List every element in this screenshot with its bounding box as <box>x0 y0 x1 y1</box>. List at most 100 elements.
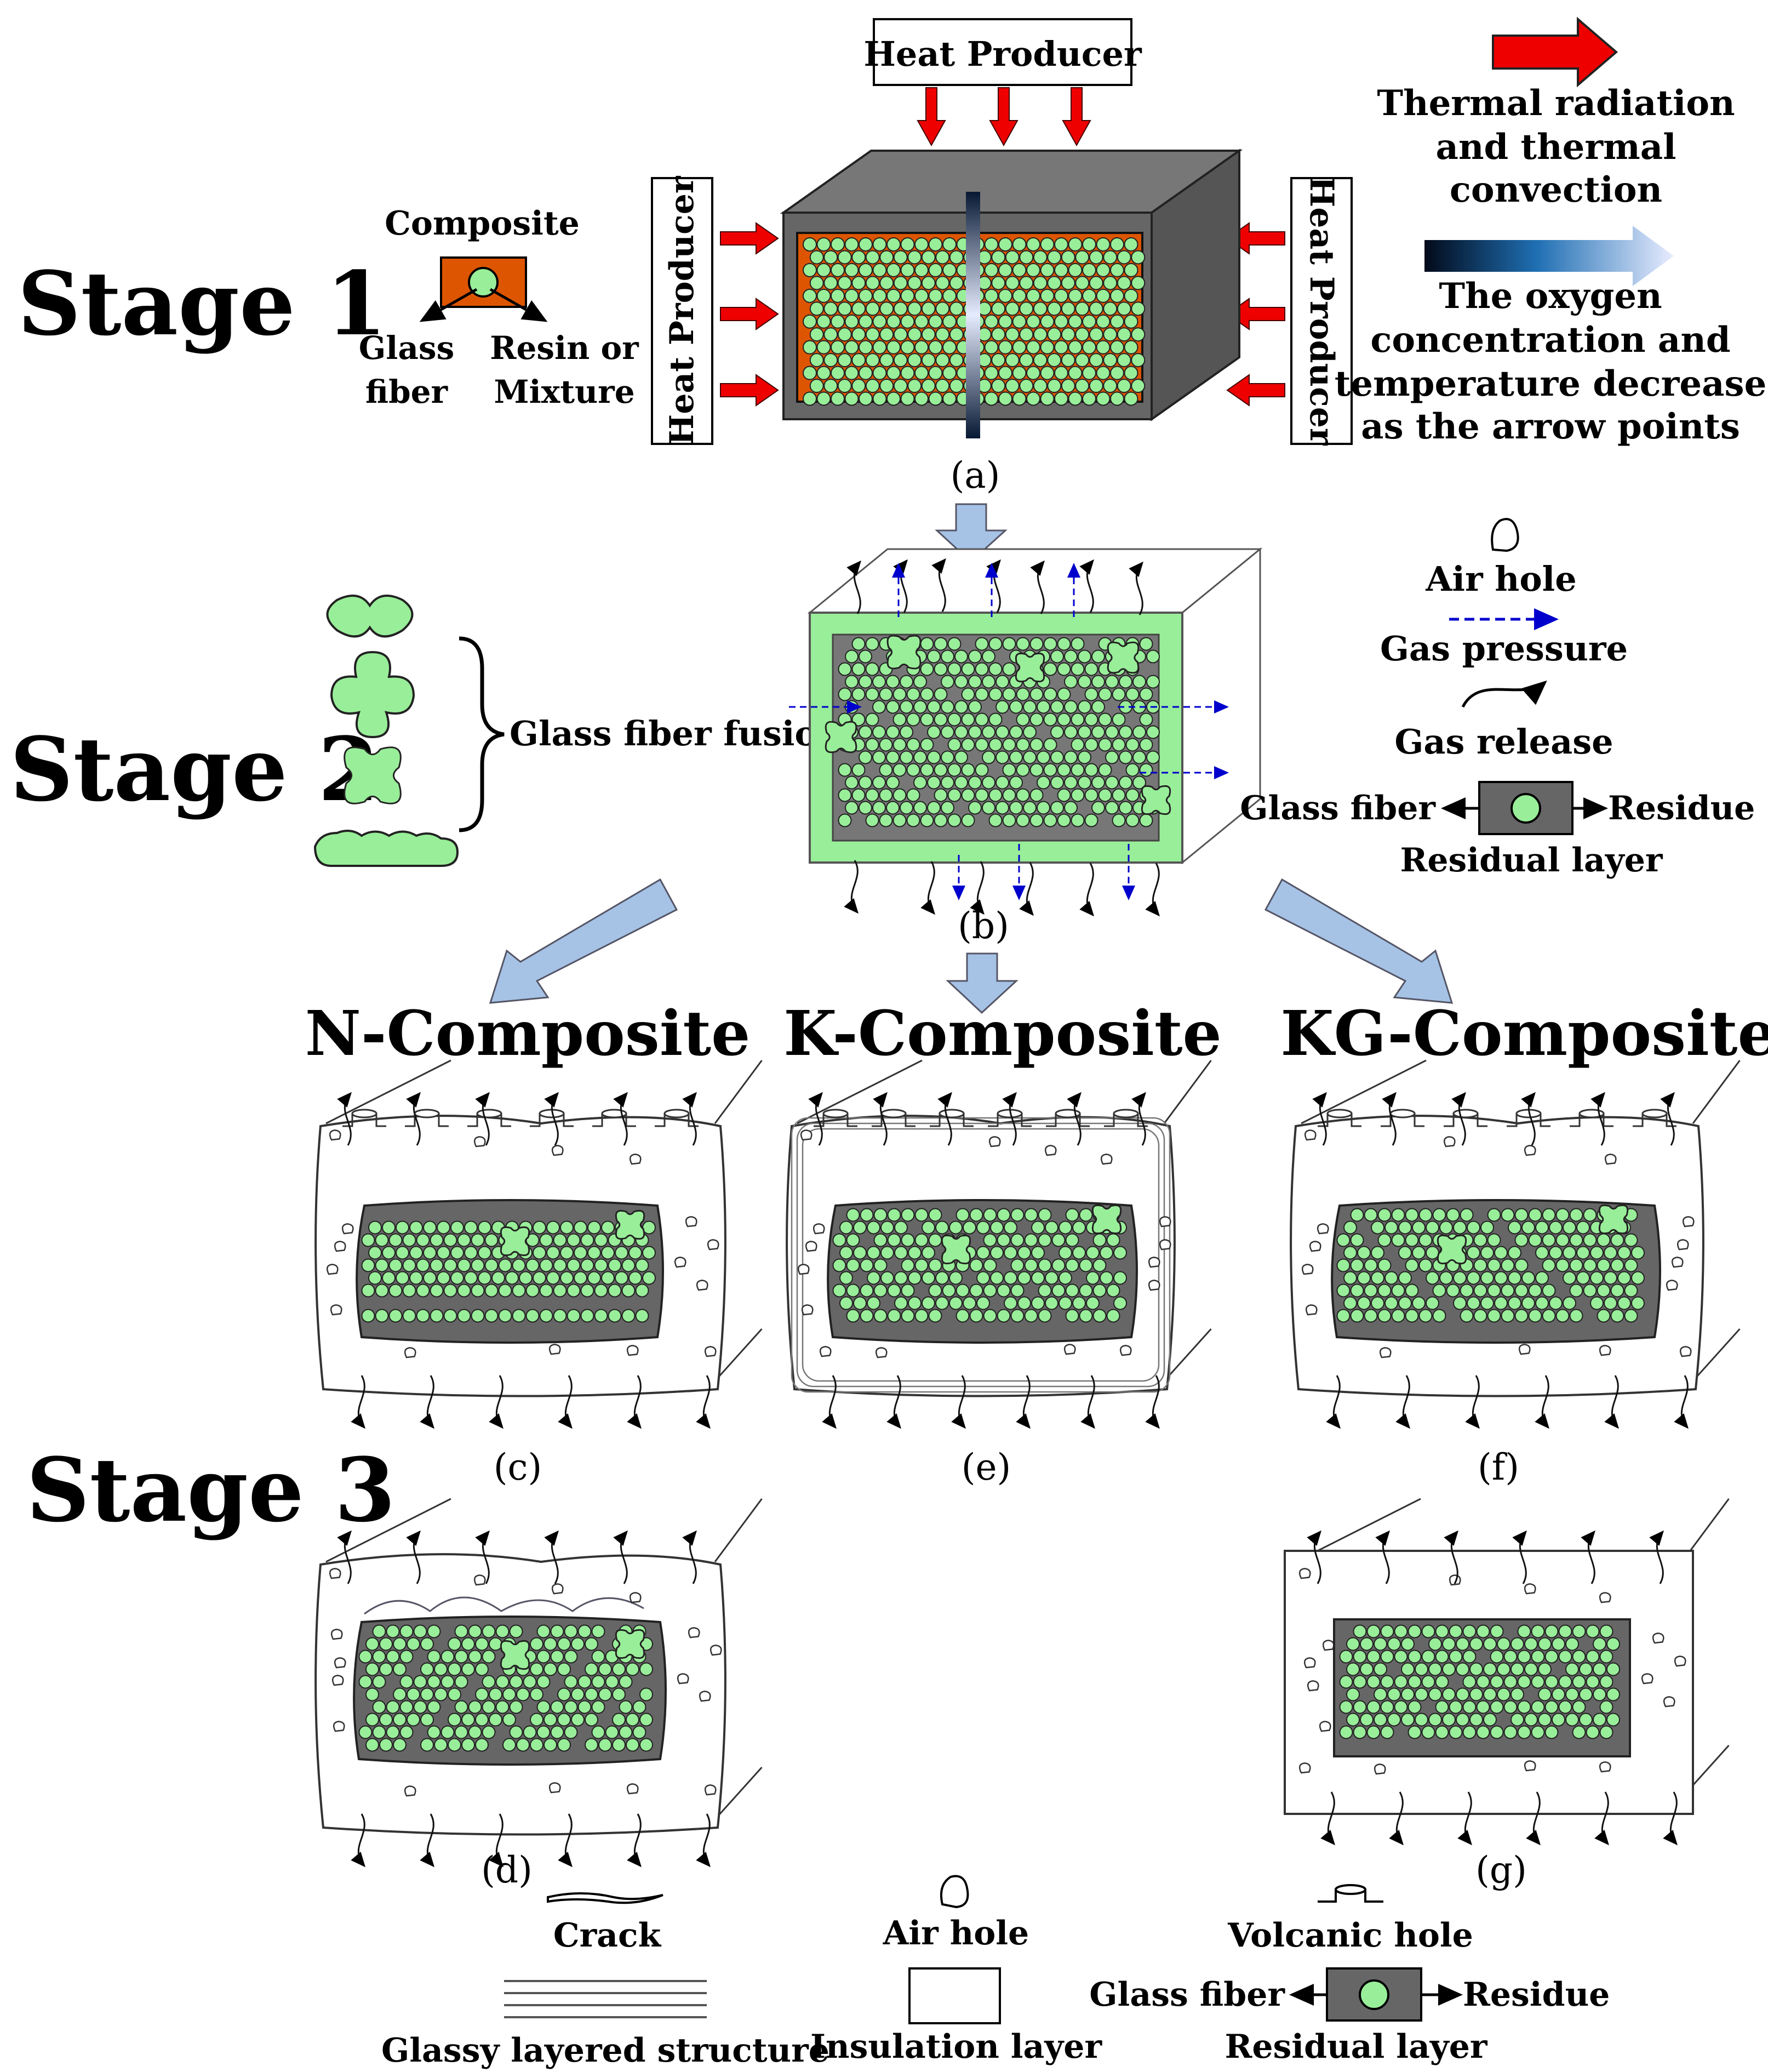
glass-fiber <box>1407 1675 1422 1689</box>
glass-fiber <box>984 237 999 252</box>
glass-fiber <box>1544 1725 1559 1739</box>
glass-fiber <box>382 1246 396 1260</box>
glass-fiber <box>1050 725 1064 739</box>
glass-fiber <box>1131 353 1146 368</box>
glass-fiber <box>1026 340 1040 355</box>
glass-fiber <box>846 1258 860 1272</box>
glass-fiber <box>1421 1725 1435 1739</box>
glass-fiber <box>1346 1662 1360 1676</box>
glass-fiber <box>1031 1220 1045 1235</box>
glass-fiber <box>1374 1687 1387 1702</box>
heat-producer-right: Heat Producer <box>1290 176 1353 446</box>
glass-fiber <box>525 1258 540 1272</box>
glass-fiber <box>900 340 915 355</box>
glass-fiber <box>1346 1637 1360 1651</box>
air-hole <box>813 1223 825 1235</box>
glass-fiber <box>365 1637 379 1651</box>
glass-fiber <box>982 725 995 739</box>
flow-arrow <box>946 952 1019 1014</box>
glass-fiber <box>379 1738 393 1752</box>
glass-fiber <box>409 1271 423 1285</box>
glass-fiber <box>1510 1637 1524 1651</box>
volcanic-hole-mouth <box>601 1109 627 1118</box>
heat-arrow <box>917 87 946 147</box>
air-hole <box>334 1241 346 1252</box>
glass-fiber <box>995 750 1009 764</box>
glass-fiber <box>900 288 915 303</box>
glass-fiber <box>892 687 907 701</box>
glass-fiber <box>844 237 859 252</box>
glass-fiber <box>601 1246 615 1260</box>
glass-fiber <box>1357 1246 1371 1260</box>
glass-fiber <box>983 1233 997 1247</box>
glass-fiber <box>482 1700 496 1714</box>
glass-fiber <box>1012 314 1027 329</box>
glass-fiber <box>1009 801 1023 815</box>
glass-fiber <box>1016 712 1030 727</box>
glass-fiber <box>1139 763 1153 777</box>
glass-fiber <box>1538 1662 1552 1676</box>
glass-fiber <box>837 379 852 393</box>
glass-fiber <box>851 662 866 676</box>
glass-fiber <box>585 1687 598 1702</box>
glass-fiber <box>1398 1271 1412 1285</box>
glass-fiber <box>1029 637 1044 651</box>
glass-fiber <box>1593 1662 1606 1676</box>
glass-fiber <box>1078 649 1091 664</box>
glass-fiber <box>1068 237 1083 252</box>
glass-fiber <box>1071 763 1085 777</box>
crack-icon <box>547 1892 663 1904</box>
glass-fiber <box>388 1258 403 1272</box>
glass-fiber <box>1065 1309 1079 1323</box>
glass-fiber <box>1064 801 1078 815</box>
glass-fiber <box>1058 1271 1072 1285</box>
glass-fiber <box>886 675 900 689</box>
glass-fiber <box>557 1637 571 1651</box>
glass-fiber <box>1043 813 1057 827</box>
glass-fiber <box>1380 1649 1394 1664</box>
gas-release-line <box>873 1092 888 1146</box>
glass-fiber <box>1549 1220 1563 1235</box>
glass-fiber <box>571 1687 585 1702</box>
panel-label-f: (f) <box>1478 1446 1519 1488</box>
glass-fiber <box>619 1675 633 1689</box>
glass-fiber <box>416 1309 430 1323</box>
glass-fiber <box>1366 1700 1381 1714</box>
glass-fiber <box>976 1220 990 1235</box>
glass-fiber <box>450 1246 464 1260</box>
fused-fiber <box>1015 652 1045 683</box>
glass-fiber <box>982 750 995 764</box>
glass-fiber <box>1597 1233 1611 1247</box>
glass-fiber <box>954 775 968 790</box>
glass-fiber <box>1544 1624 1559 1639</box>
glass-fiber <box>867 1271 880 1285</box>
glass-fiber <box>1110 391 1124 406</box>
glass-fiber <box>632 1700 646 1714</box>
glass-fiber <box>1449 1624 1463 1639</box>
glass-fiber <box>379 1713 393 1727</box>
glass-fiber <box>1428 1637 1442 1651</box>
glass-fiber <box>988 813 1003 827</box>
glass-fiber <box>396 1220 409 1235</box>
glass-fiber <box>557 1738 571 1752</box>
glass-fiber <box>823 327 838 342</box>
glass-fiber <box>461 1637 475 1651</box>
glass-fiber <box>838 763 852 777</box>
glass-fiber <box>816 391 831 406</box>
glass-fiber <box>928 391 943 406</box>
glass-fiber <box>1514 1283 1529 1298</box>
glass-fiber <box>995 775 1009 790</box>
bottom-glass-fiber-label: Glass fiber <box>1089 1976 1285 2014</box>
air-hole <box>1307 1680 1319 1692</box>
gas-release-line <box>544 1530 559 1584</box>
glass-fiber <box>368 1271 382 1285</box>
gas-release-line <box>951 1375 966 1429</box>
glass-fiber <box>571 1713 585 1727</box>
glass-fiber <box>1078 750 1091 764</box>
glass-fiber <box>1065 1208 1079 1222</box>
glass-fiber <box>1078 700 1091 714</box>
glass-fiber <box>984 340 999 355</box>
gas-release-line <box>627 1375 642 1429</box>
glass-fiber <box>1103 301 1118 316</box>
glass-fiber <box>1146 725 1160 739</box>
